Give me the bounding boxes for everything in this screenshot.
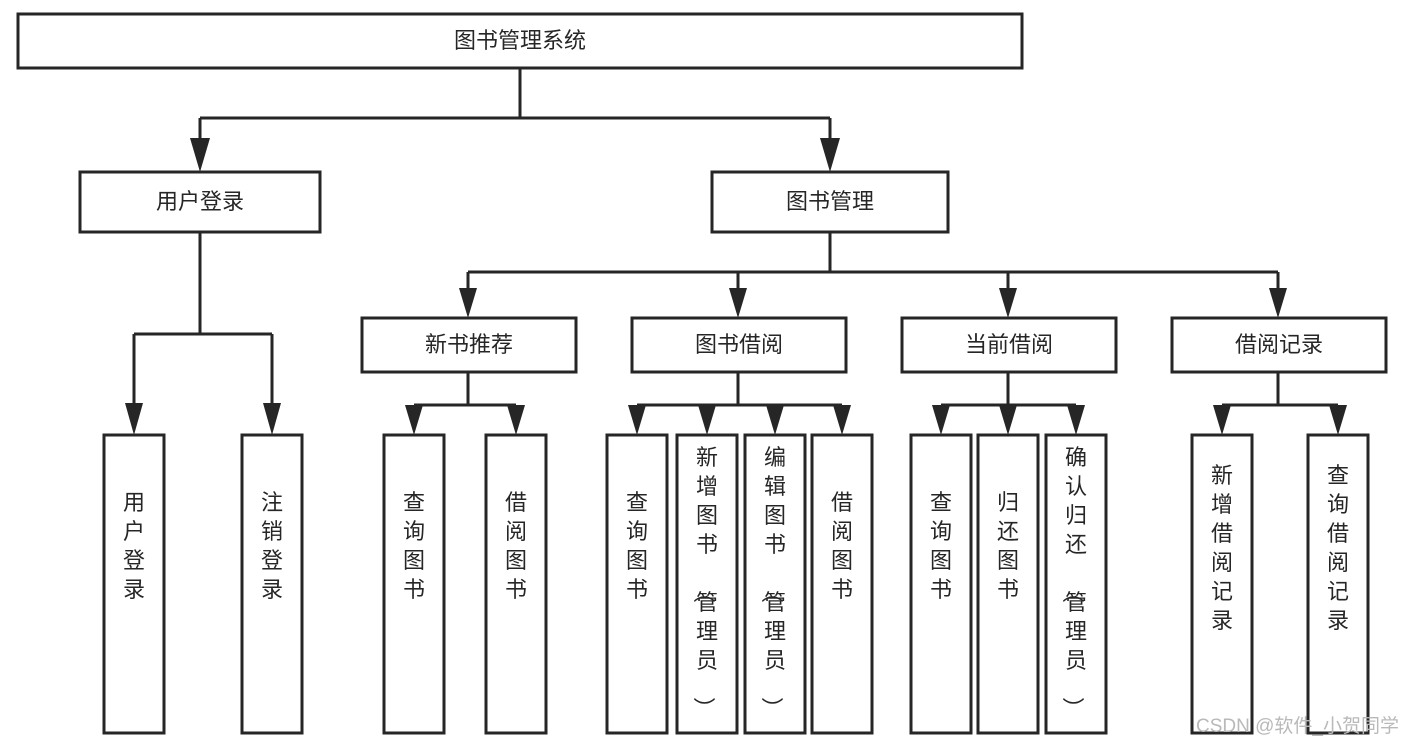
arrow-head-leaf-confirm-return [1067,405,1085,435]
node-book-management-label: 图书管理 [786,189,874,214]
arrow-head-leaf-borrow-book-1 [507,405,525,435]
arrow-head-leaf-borrow-book-2 [833,405,851,435]
arrow-head-leaf-query-book-3 [932,405,950,435]
leaf-user-login-label: 用户登录 [123,490,145,602]
leaf-query-book-2[interactable]: 查询图书 [605,433,669,735]
node-root-label: 图书管理系统 [454,28,586,53]
leaf-query-borrow-record-box[interactable] [1306,433,1370,735]
leaf-return-book[interactable]: 归还图书 [976,433,1040,735]
leaf-query-book-1-label: 查询图书 [403,490,425,602]
leaf-query-book-2-box[interactable] [605,433,669,735]
connector-group-current-to-leaves [932,372,1085,435]
arrow-head-leaf-user-login [125,403,143,435]
leaf-borrow-book-1[interactable]: 借阅图书 [484,433,548,735]
node-new-book-recommend[interactable]: 新书推荐 [360,316,578,374]
leaf-return-book-label: 归还图书 [997,490,1019,602]
leaf-add-book-box[interactable] [675,433,739,735]
connector-group-borrow-to-leaves [628,372,851,435]
connector-group-recommend-to-leaves [405,372,525,435]
connector-group-root-to-level2 [190,68,840,172]
leaf-borrow-book-1-label: 借阅图书 [505,490,527,602]
arrow-head-book-borrow [729,288,747,318]
leaf-logout-login[interactable]: 注销登录 [240,433,304,735]
node-borrow-record-box[interactable] [1170,316,1388,374]
leaf-query-book-1-box[interactable] [382,433,446,735]
node-root-box[interactable] [16,12,1024,70]
leaf-logout-login-box[interactable] [240,433,304,735]
node-user-login-label: 用户登录 [156,189,244,214]
arrow-head-current-borrow [999,288,1017,318]
node-current-borrow-box[interactable] [900,316,1118,374]
node-borrow-record[interactable]: 借阅记录 [1170,316,1388,374]
connector-group-userlogin-to-leaves [125,232,281,435]
node-book-management-box[interactable] [710,170,950,234]
arrow-head-leaf-edit-book [766,405,784,435]
leaf-add-borrow-record-box[interactable] [1190,433,1254,735]
node-borrow-record-label: 借阅记录 [1235,332,1323,357]
node-new-book-recommend-box[interactable] [360,316,578,374]
node-user-login[interactable]: 用户登录 [78,170,322,234]
leaf-add-book[interactable]: 新增图书（管理员） [675,433,739,735]
leaf-query-borrow-record[interactable]: 查询借阅记录 [1306,433,1370,735]
arrow-head-leaf-add-book [698,405,716,435]
leaf-query-book-2-label: 查询图书 [626,490,648,602]
leaf-query-book-3[interactable]: 查询图书 [909,433,973,735]
leaf-query-book-3-box[interactable] [909,433,973,735]
arrow-head-borrow-record [1269,288,1287,318]
node-book-borrow-label: 图书借阅 [695,332,783,357]
leaf-add-borrow-record[interactable]: 新增借阅记录 [1190,433,1254,735]
arrow-head-leaf-query-book-1 [405,405,423,435]
leaf-query-borrow-record-label: 查询借阅记录 [1327,463,1349,633]
arrow-head-leaf-add-borrow-record [1213,405,1231,435]
node-user-login-box[interactable] [78,170,322,234]
leaf-return-book-box[interactable] [976,433,1040,735]
connector-group-record-to-leaves [1213,372,1347,435]
node-current-borrow[interactable]: 当前借阅 [900,316,1118,374]
leaf-confirm-return[interactable]: 确认归还（管理员） [1044,433,1108,735]
leaf-query-book-1[interactable]: 查询图书 [382,433,446,735]
leaf-borrow-book-2-box[interactable] [810,433,874,735]
arrow-head-leaf-query-book-2 [628,405,646,435]
leaf-logout-login-label: 注销登录 [261,490,283,602]
node-book-borrow[interactable]: 图书借阅 [630,316,848,374]
node-root[interactable]: 图书管理系统 [16,12,1024,70]
leaf-add-book-label: 新增图书（管理员） [691,445,718,719]
leaf-borrow-book-2-label: 借阅图书 [831,490,853,602]
leaf-confirm-return-label: 确认归还（管理员） [1060,445,1087,719]
leaf-user-login[interactable]: 用户登录 [102,433,166,735]
leaf-user-login-box[interactable] [102,433,166,735]
leaf-edit-book[interactable]: 编辑图书（管理员） [743,433,807,735]
connector-group-bookmgmt-to-level3 [459,232,1287,318]
node-current-borrow-label: 当前借阅 [965,332,1053,357]
leaf-query-book-3-label: 查询图书 [930,490,952,602]
node-new-book-recommend-label: 新书推荐 [425,332,513,357]
csdn-watermark: CSDN @软件_小贺同学 [1196,715,1399,737]
arrow-head-new-book-recommend [459,288,477,318]
leaf-edit-book-box[interactable] [743,433,807,735]
leaf-edit-book-label: 编辑图书（管理员） [759,445,786,719]
arrow-head-leaf-query-borrow-record [1329,405,1347,435]
leaf-confirm-return-box[interactable] [1044,433,1108,735]
node-book-borrow-box[interactable] [630,316,848,374]
arrow-head-leaf-return-book [999,405,1017,435]
node-book-management[interactable]: 图书管理 [710,170,950,234]
arrow-head-leaf-logout-login [263,403,281,435]
arrow-head-user-login [190,138,210,172]
leaf-borrow-book-2[interactable]: 借阅图书 [810,433,874,735]
leaf-borrow-book-1-box[interactable] [484,433,548,735]
arrow-head-book-management [820,138,840,172]
leaf-add-borrow-record-label: 新增借阅记录 [1211,463,1233,633]
